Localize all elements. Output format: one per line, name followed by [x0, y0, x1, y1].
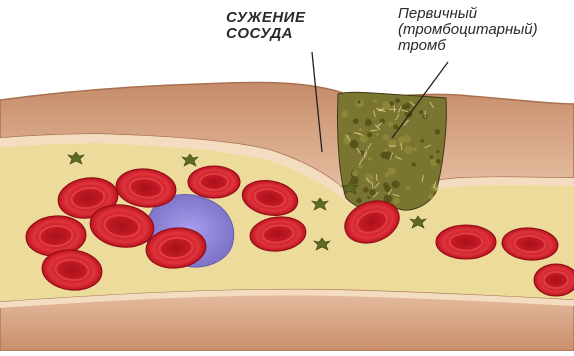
red-blood-cell-icon — [534, 264, 574, 296]
red-blood-cell-icon — [188, 166, 240, 198]
thrombus-label: Первичный (тромбоцитарный) тромб — [398, 6, 538, 53]
platelet-thrombus — [335, 92, 446, 211]
narrowing-label: СУЖЕНИЕ СОСУДА — [226, 10, 305, 42]
red-blood-cell-icon — [436, 225, 496, 259]
